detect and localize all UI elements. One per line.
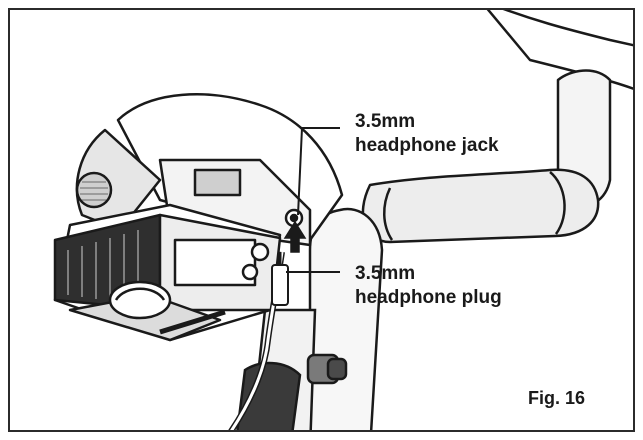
jack-leader-line: [297, 127, 340, 216]
figure-frame: 3.5mm headphone jack 3.5mm headphone plu…: [8, 8, 635, 432]
plug-callout: 3.5mm headphone plug: [355, 262, 502, 310]
battery-pack: [53, 203, 282, 342]
figure-label: Fig. 16: [528, 388, 586, 408]
plug-callout-line1: 3.5mm: [355, 263, 416, 284]
jack-callout: 3.5mm headphone jack: [355, 110, 499, 158]
jack-callout-line1: 3.5mm: [355, 111, 416, 132]
console-body: [75, 93, 344, 247]
up-arrow-icon: [283, 220, 307, 253]
handlebar-tube: [308, 10, 633, 430]
plug-callout-line2: headphone plug: [355, 287, 502, 308]
leader-lines: [286, 127, 340, 273]
jack-callout-line2: headphone jack: [355, 135, 499, 156]
console-illustration: [53, 10, 633, 430]
headphone-cable: [228, 251, 289, 430]
